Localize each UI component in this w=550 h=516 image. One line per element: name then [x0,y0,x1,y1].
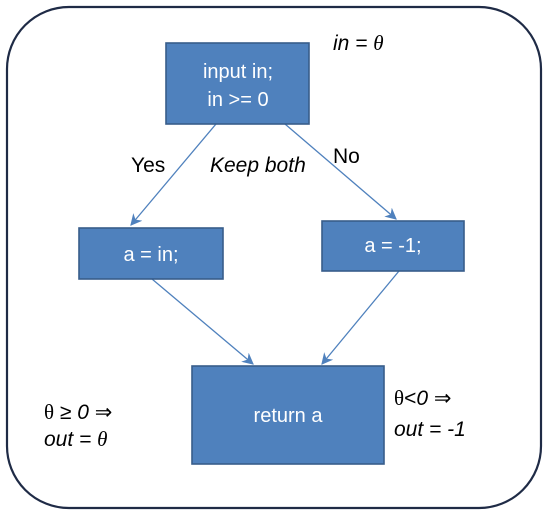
yes-branch-label: a = in; [123,244,178,266]
yes-branch-node: a = in; [78,227,224,280]
left-annotation-line-2: out = θ [44,427,107,451]
keep-both-label: Keep both [210,154,306,177]
left-zero: 0 [77,401,89,424]
edge-no [284,123,397,220]
return-label: return a [254,405,324,427]
left-theta: θ [44,400,54,424]
no-branch-node: a = -1; [321,220,465,272]
edge-yes-to-return [151,278,254,365]
no-edge-label: No [333,145,360,168]
decision-line-2: in >= 0 [207,89,268,111]
left-out-prefix: out = [44,428,97,451]
left-out-var: θ [97,427,107,451]
right-zero: 0 [416,387,428,410]
top-annotation-prefix: in = [333,32,373,55]
edge-yes [130,123,217,226]
left-annotation-line-1: θ ≥ 0 ⇒ [44,400,112,424]
return-node: return a [191,365,385,465]
decision-node: input in; in >= 0 [165,42,310,125]
edge-no-to-return [321,270,400,365]
right-theta: θ [394,386,404,410]
left-op: ≥ [54,401,77,424]
right-annotation-line-2: out = -1 [394,418,466,441]
top-annotation: in = θ [333,31,384,55]
yes-edge-label: Yes [131,154,165,177]
right-op: < [404,387,416,410]
left-arrow: ⇒ [89,401,112,424]
top-annotation-var: θ [373,31,383,55]
outer-frame [5,5,543,510]
no-branch-label: a = -1; [364,235,421,257]
right-annotation-line-1: θ<0 ⇒ [394,386,451,410]
decision-line-1: input in; [203,61,273,83]
right-arrow: ⇒ [428,387,451,410]
